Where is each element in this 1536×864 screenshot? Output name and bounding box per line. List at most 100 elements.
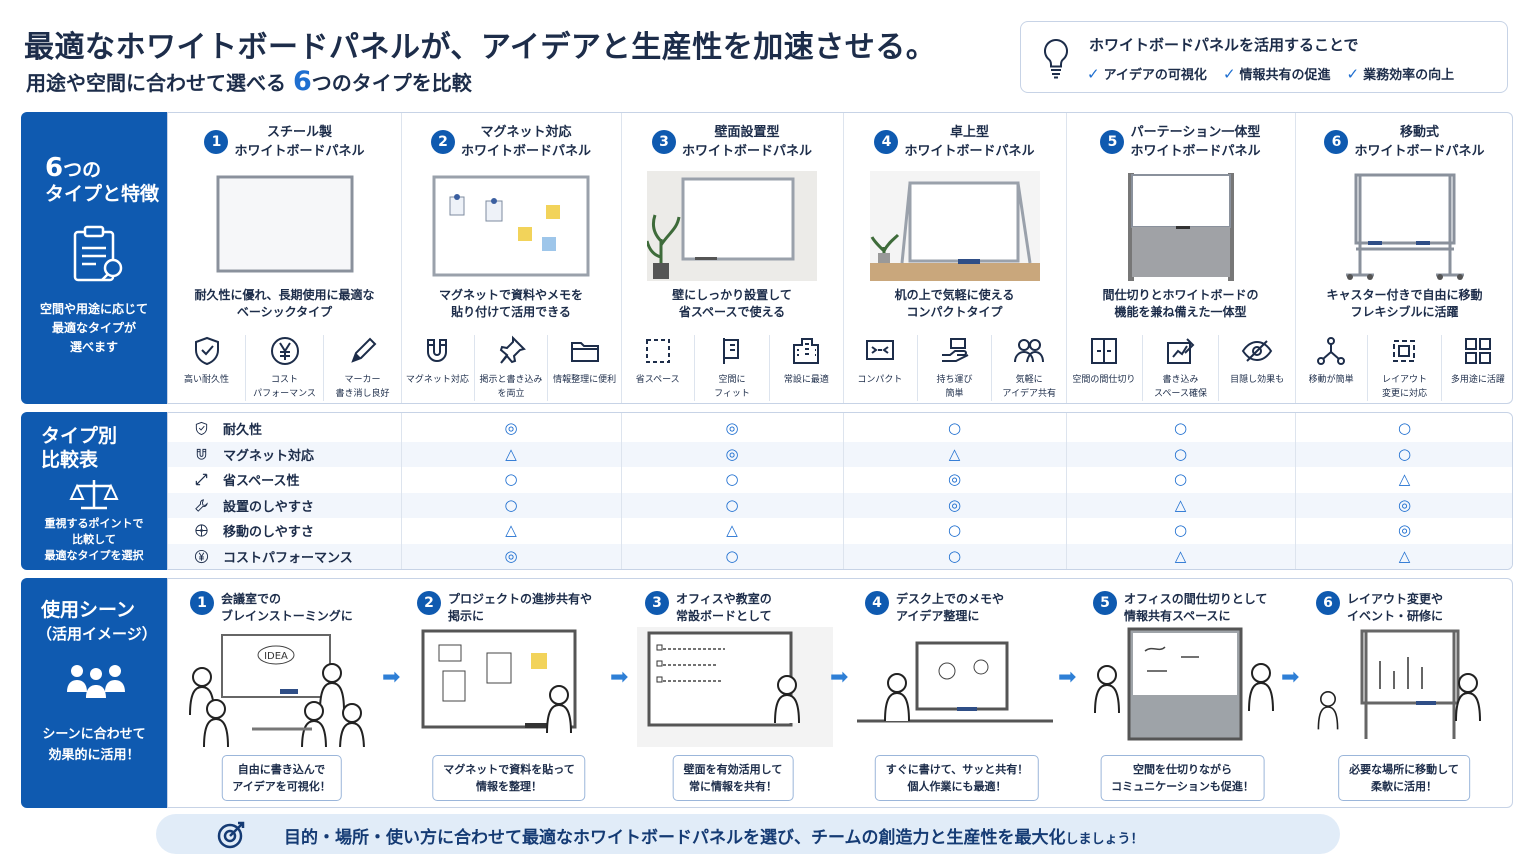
scene-caption: マグネットで資料を貼って情報を整理！ xyxy=(432,755,586,801)
scale-icon xyxy=(69,480,119,510)
eye-icon xyxy=(1241,340,1273,362)
page-title: 最適なホワイトボードパネルが、アイデアと生産性を加速させる。 xyxy=(24,30,937,65)
yen-icon xyxy=(270,337,299,365)
column-divider xyxy=(843,413,844,569)
feature-label: 高い耐久性 xyxy=(183,375,229,385)
type-name: マグネット対応ホワイトボードパネル xyxy=(460,125,591,159)
feature-label: 常設に最適 xyxy=(783,375,829,385)
comparison-criterion: マグネット対応 xyxy=(194,445,314,464)
check-icon: ✓ xyxy=(1222,64,1236,83)
feature-item: 空間の間仕切り xyxy=(1066,335,1142,401)
criterion-label: マグネット対応 xyxy=(223,448,315,464)
whiteboard-illustration xyxy=(1345,173,1464,280)
type-description: 壁にしっかり設置して省スペースで使える xyxy=(672,288,792,319)
types-section-label: 6つのタイプと特徴 空間や用途に応じて最適なタイプが選べます xyxy=(21,112,167,404)
feature-label: コストパフォーマンス xyxy=(253,375,316,399)
resize-icon xyxy=(195,473,208,486)
subtitle-number: 6 xyxy=(292,66,312,97)
feature-label: 持ち運び簡単 xyxy=(936,375,973,399)
scene-number-badge: 4 xyxy=(865,591,889,615)
scene-illustration: IDEA xyxy=(189,634,365,747)
rating-mark: ◎ xyxy=(725,444,739,463)
comparison-row: コストパフォーマンス◎○○△△ xyxy=(168,543,1512,569)
whiteboard-illustration xyxy=(869,171,1040,281)
scene-illustration xyxy=(1317,629,1481,739)
rating-mark: ◎ xyxy=(1397,521,1412,539)
feature-item: 気軽にアイデア共有 xyxy=(991,335,1066,401)
feature-item: コストパフォーマンス xyxy=(245,335,323,401)
arrow-right-icon: ➡ xyxy=(1058,665,1077,690)
type-number-badge: 2 xyxy=(430,130,455,154)
rating-mark: ◎ xyxy=(947,470,962,488)
rating-mark: ○ xyxy=(1173,419,1188,437)
type-name: パーテーション一体型ホワイトボードパネル xyxy=(1130,125,1261,159)
wall-icon xyxy=(722,338,739,364)
rating-mark: ○ xyxy=(725,546,739,565)
feature-label: 情報整理に便利 xyxy=(553,375,617,385)
yen-icon xyxy=(194,549,209,563)
feature-item: マーカー書き消し良好 xyxy=(323,335,401,401)
column-divider xyxy=(1066,413,1067,569)
compare-table: 耐久性◎◎○○○マグネット対応△◎△○○省スペース性○○◎○△設置のしやすさ○○… xyxy=(167,412,1513,570)
scene-caption: すぐに書けて、サッと共有！個人作業にも最適！ xyxy=(874,755,1040,801)
pin-icon xyxy=(499,335,526,364)
marker-icon xyxy=(350,337,376,363)
rating-mark: ○ xyxy=(947,419,962,437)
feature-item: 目隠し効果も xyxy=(1218,335,1295,401)
feature-item: 書き込みスペース確保 xyxy=(1141,335,1219,401)
feature-item: 情報整理に便利 xyxy=(547,335,621,401)
comparison-criterion: 省スペース性 xyxy=(194,470,299,489)
criterion-label: 移動のしやすさ xyxy=(223,525,314,540)
column-divider xyxy=(843,113,844,403)
type-number-badge: 6 xyxy=(1324,130,1349,154)
wheel-icon xyxy=(195,524,208,537)
scene-name: レイアウト変更やイベント・研修に xyxy=(1347,592,1444,623)
types-section-title: 6つのタイプと特徴 xyxy=(45,153,160,205)
comparison-criterion: 耐久性 xyxy=(194,419,262,438)
rating-mark: ◎ xyxy=(504,419,518,437)
grid-icon xyxy=(1464,338,1491,364)
write-icon xyxy=(1166,338,1194,364)
rating-mark: △ xyxy=(1398,470,1411,488)
benefit-title: ホワイトボードパネルを活用することで xyxy=(1089,36,1359,54)
rating-mark: ○ xyxy=(1397,419,1412,437)
rating-mark: ◎ xyxy=(1397,495,1412,514)
feature-label: レイアウト変更に対応 xyxy=(1381,375,1427,399)
scene-illustration xyxy=(857,641,1053,723)
type-description: 間仕切りとホワイトボードの機能を兼ね備えた一体型 xyxy=(1102,288,1259,319)
building-icon xyxy=(793,338,820,364)
benefit-box: ホワイトボードパネルを活用することで ✓アイデアの可視化 ✓情報共有の促進 ✓業… xyxy=(1020,21,1508,93)
arrow-right-icon: ➡ xyxy=(382,665,401,690)
feature-item: 移動が簡単 xyxy=(1295,335,1367,401)
type-name: 壁面設置型ホワイトボードパネル xyxy=(681,125,812,159)
rating-mark: ○ xyxy=(1397,444,1412,463)
footer-text: 目的・場所・使い方に合わせて最適なホワイトボードパネルを選び、チームの創造力と生… xyxy=(284,828,1144,848)
check-icon: ✓ xyxy=(1346,64,1360,83)
scene-section-title: 使用シーン（活用イメージ） xyxy=(37,599,157,643)
dashed-square-icon xyxy=(645,339,670,363)
feature-list: マグネット対応掲示と書き込みを両立情報整理に便利 xyxy=(401,335,621,401)
benefit-list: ✓アイデアの可視化 ✓情報共有の促進 ✓業務効率の向上 xyxy=(1087,64,1454,84)
feature-list: 移動が簡単レイアウト変更に対応多用途に活躍 xyxy=(1295,335,1514,401)
scene-section-desc: シーンに合わせて効果的に活用！ xyxy=(42,727,146,763)
target-icon xyxy=(217,821,245,849)
comparison-row: 設置のしやすさ○○◎△◎ xyxy=(168,492,1512,518)
feature-item: 常設に最適 xyxy=(768,335,843,401)
rating-mark: ◎ xyxy=(725,419,739,437)
scene-number-badge: 3 xyxy=(645,591,669,615)
rating-mark: ◎ xyxy=(947,495,962,514)
rating-mark: ○ xyxy=(947,546,962,565)
type-description: マグネットで資料やメモを貼り付けて活用できる xyxy=(438,288,583,319)
rating-mark: ○ xyxy=(1173,521,1188,539)
feature-item: コンパクト xyxy=(843,335,917,401)
